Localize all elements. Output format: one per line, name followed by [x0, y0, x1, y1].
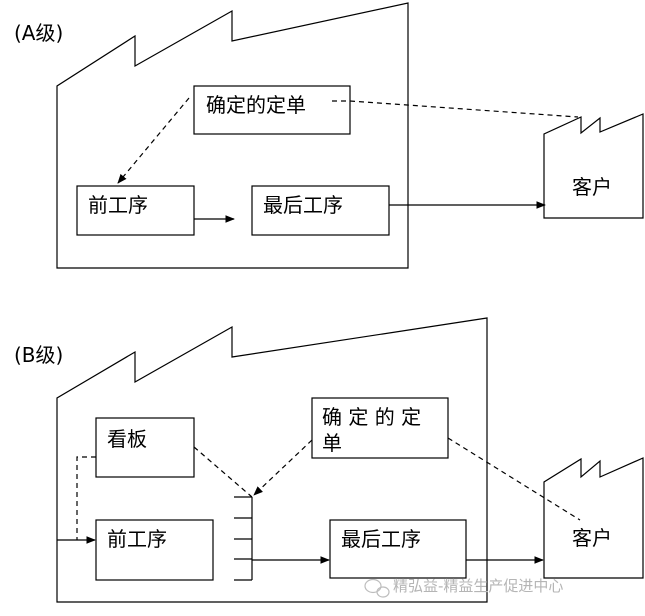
- final-process-box-a: [251, 185, 390, 236]
- diagram-a: (A级) 确定的定单 前工序 最后工序 客户: [14, 2, 644, 269]
- chat-icon: [364, 578, 390, 598]
- kanban-to-post-link-b: [193, 446, 253, 498]
- front-process-label-b: 前工序: [107, 527, 167, 551]
- confirmed-order-box-a: [193, 85, 351, 135]
- kanban-box-b: [95, 417, 195, 478]
- final-process-label-a: 最后工序: [263, 193, 343, 217]
- diagram-b: (B级) 看板 确 定 的 定 单 前工序 最后工序 客户: [14, 317, 644, 603]
- customer-label-a: 客户: [572, 175, 612, 199]
- front-process-box-a: [76, 185, 195, 236]
- customer-factory-b-outline: [543, 457, 644, 579]
- factory-b-outline: [56, 317, 488, 603]
- kanban-feedback-link-b: [76, 456, 96, 540]
- watermark-text: 精弘益-精益生产促进中心: [393, 577, 563, 595]
- level-a-label: (A级): [14, 21, 63, 45]
- confirmed-order-box-b: [311, 397, 449, 459]
- customer-factory-a-outline: [543, 113, 644, 219]
- order-to-front-arrow-a: [117, 97, 190, 184]
- confirmed-order-label-a: 确定的定单: [206, 93, 306, 117]
- order-to-customer-link-a: [332, 100, 579, 118]
- confirmed-order-label-b-line1: 确 定 的 定: [322, 405, 421, 429]
- factory-a-outline: [56, 2, 409, 269]
- kanban-label-b: 看板: [107, 427, 147, 451]
- confirmed-order-label-b-line2: 单: [322, 431, 342, 455]
- final-process-label-b: 最后工序: [341, 527, 421, 551]
- level-b-label: (B级): [14, 343, 63, 367]
- front-process-box-b: [95, 519, 214, 581]
- order-to-post-arrow-b: [253, 439, 313, 496]
- order-to-customer-link-b: [447, 437, 581, 521]
- final-process-box-b: [329, 519, 467, 579]
- front-process-label-a: 前工序: [88, 193, 148, 217]
- customer-label-b: 客户: [572, 526, 612, 550]
- watermark: 精弘益-精益生产促进中心: [364, 577, 563, 598]
